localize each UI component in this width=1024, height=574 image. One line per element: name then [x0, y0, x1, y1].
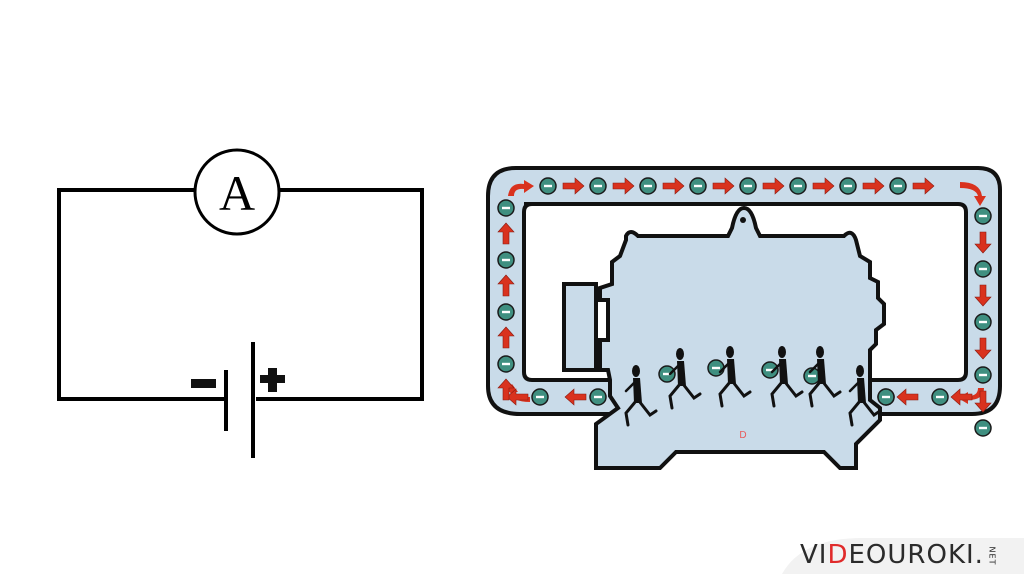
arrow-right-icon	[662, 177, 685, 195]
logo-part: EOUROKI	[848, 540, 975, 570]
electron	[761, 361, 779, 379]
plus-sign-v	[268, 368, 277, 392]
electron	[877, 388, 895, 406]
arrow-up-icon	[497, 274, 515, 297]
circuit-wire	[57, 188, 226, 401]
arrow-right-icon	[812, 177, 835, 195]
arrow-right-icon	[762, 177, 785, 195]
watermark-logo: VIDEOUROKI.NET	[800, 540, 1001, 571]
arrow-up-icon	[497, 222, 515, 245]
worker-figure	[718, 346, 752, 408]
arrow-right-icon	[612, 177, 635, 195]
marker-label: D	[739, 430, 746, 441]
worker-figure	[668, 348, 702, 410]
electron	[974, 207, 992, 225]
electron	[539, 177, 557, 195]
arrow-left-icon	[564, 388, 587, 406]
electron	[839, 177, 857, 195]
electron	[497, 355, 515, 373]
machine-diagram: D	[486, 166, 1002, 470]
ammeter-label: A	[219, 165, 255, 221]
electron	[974, 313, 992, 331]
electron	[639, 177, 657, 195]
electron	[497, 303, 515, 321]
electron	[497, 199, 515, 217]
electron	[974, 260, 992, 278]
workers-group	[624, 346, 882, 427]
arrow-right-icon	[862, 177, 885, 195]
watermark-background	[782, 538, 1024, 574]
electron	[707, 359, 725, 377]
arrow-left-icon	[896, 388, 919, 406]
battery-signs	[191, 368, 285, 392]
arrow-up-icon	[497, 326, 515, 349]
worker-figure	[848, 365, 882, 427]
arrow-right-icon	[712, 177, 735, 195]
arrow-right-icon	[562, 177, 585, 195]
arrow-curve-icon	[960, 182, 986, 206]
electrons-group	[497, 177, 992, 437]
logo-tld: NET	[987, 546, 997, 565]
arrows-group	[497, 177, 992, 413]
electron	[974, 419, 992, 437]
electron	[739, 177, 757, 195]
arrow-down-icon	[974, 284, 992, 307]
minus-sign	[191, 379, 216, 388]
arrow-left-icon	[950, 388, 973, 406]
electron	[589, 177, 607, 195]
worker-figure	[808, 346, 842, 408]
arrow-right-icon	[912, 177, 935, 195]
ammeter: A	[193, 148, 281, 236]
circuit-wire	[256, 188, 424, 401]
machine-body	[594, 205, 886, 470]
electron	[789, 177, 807, 195]
arrow-left-icon	[506, 388, 529, 406]
ammeter-circle	[193, 148, 281, 236]
arrow-down-icon	[974, 231, 992, 254]
electron	[974, 366, 992, 384]
arrow-down-icon	[974, 337, 992, 360]
lifting-eye	[740, 217, 746, 223]
electron	[497, 251, 515, 269]
electron	[589, 388, 607, 406]
watermark: VIDEOUROKI.NET	[752, 534, 1024, 574]
electron	[658, 365, 676, 383]
logo-play-letter: D	[827, 540, 849, 570]
worker-figure	[624, 365, 658, 427]
worker-figure	[770, 346, 804, 408]
arrow-up-icon	[497, 378, 515, 401]
arrow-down-icon	[974, 390, 992, 413]
logo-dot: .	[974, 540, 984, 570]
machine-flange	[562, 282, 598, 372]
electron	[889, 177, 907, 195]
circuit-diagram	[57, 188, 424, 458]
arrow-curve-icon	[508, 180, 534, 196]
electron	[931, 388, 949, 406]
electron	[689, 177, 707, 195]
logo-part: VI	[800, 540, 828, 570]
electron	[531, 388, 549, 406]
